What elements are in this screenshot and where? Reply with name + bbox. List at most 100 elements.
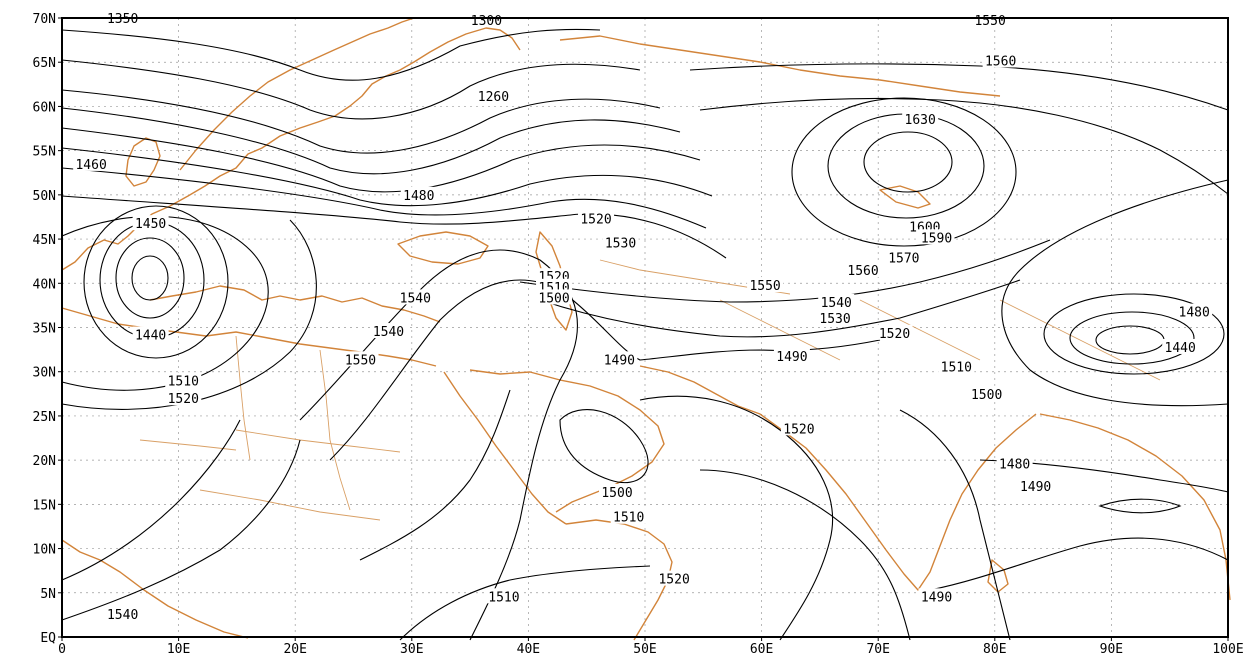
contour-label-text: 1520: [580, 213, 611, 228]
southeast-asia-coastline: [1039, 413, 1231, 601]
asia-borders: [599, 259, 1161, 381]
british-isles-coastline: [125, 137, 161, 187]
contour-label: 1530: [817, 309, 854, 327]
contour-label-text: 1500: [601, 486, 632, 501]
contour-label-background: [602, 234, 639, 250]
contour-label-text: 1490: [604, 353, 635, 368]
contour-label-background: [601, 351, 638, 367]
contour-label-background: [370, 323, 407, 339]
europe-coastline: [61, 27, 521, 271]
scandinavia-coastline: [179, 17, 415, 171]
contour-label-text: 1480: [1179, 306, 1210, 321]
contour-label-text: 1460: [75, 158, 106, 173]
contour-label-background: [996, 455, 1033, 471]
contour-label-text: 1500: [538, 291, 569, 306]
contour-label: 1440: [132, 326, 169, 344]
contour-label: 1510: [610, 508, 647, 526]
contour-label-text: 1450: [135, 217, 166, 232]
contour-label: 1500: [599, 483, 636, 501]
contour-label: 1560: [845, 262, 882, 279]
contour-label: 1530: [602, 234, 639, 252]
contour-label: 1490: [1017, 477, 1054, 495]
contour-label-text: 1520: [783, 422, 814, 437]
contour-label-background: [1162, 338, 1199, 354]
contour-label-text: 1550: [749, 279, 780, 294]
lake-balkhash: [879, 185, 931, 209]
y-tick-label: 70N: [33, 12, 56, 27]
contour-label-background: [578, 210, 615, 226]
contour-label-background: [132, 326, 169, 342]
contour-label: 1300: [468, 11, 505, 29]
contour-label-background: [747, 277, 784, 293]
contour-label-background: [1176, 303, 1213, 319]
contour-label-text: 1440: [1165, 341, 1196, 356]
contour-label: 1520: [578, 210, 615, 228]
contour-label: 1570: [885, 249, 922, 267]
contour-label-background: [165, 372, 202, 388]
x-tick-label: 30E: [400, 642, 423, 657]
contour-label: 1490: [773, 347, 810, 365]
y-tick-label: 55N: [33, 145, 56, 160]
y-tick-label: 65N: [33, 56, 56, 71]
contour-label-background: [773, 347, 810, 363]
contour-label-background: [468, 11, 505, 27]
east-africa-coastline: [565, 519, 673, 641]
contour-label: 1480: [1176, 303, 1213, 321]
contour-label-background: [938, 358, 975, 374]
contour-label-text: 1520: [168, 392, 199, 407]
contour-label: 1560: [982, 52, 1019, 69]
x-tick-label: 10E: [167, 642, 190, 657]
contour-label-background: [656, 570, 693, 586]
y-tick-label: 40N: [33, 277, 56, 292]
arabia-coastline: [469, 369, 665, 513]
mediterranean-coastline: [149, 285, 441, 323]
contour-label-text: 1560: [985, 54, 1016, 69]
contour-label-text: 1510: [941, 360, 972, 375]
contour-label: 1510: [938, 358, 975, 375]
contour-label: 1480: [996, 455, 1033, 473]
contour-label-background: [818, 293, 855, 309]
contour-label: 1550: [342, 351, 379, 368]
contour-label: 1500: [968, 385, 1005, 403]
north-africa-coastline: [61, 307, 437, 367]
contour-label: 1480: [400, 186, 437, 204]
contour-label: 1540: [370, 323, 407, 340]
contour-label-background: [902, 110, 939, 126]
contour-label-text: 1500: [971, 388, 1002, 403]
contour-label: 1520: [876, 324, 913, 342]
contour-label: 1630: [902, 110, 939, 128]
contour-label-text: 1490: [921, 590, 952, 605]
contour-label-background: [397, 289, 434, 305]
contour-label-background: [104, 606, 141, 622]
contour-label: 1490: [601, 351, 638, 368]
contour-label-text: 1540: [821, 296, 852, 311]
contour-label-text: 1300: [471, 14, 502, 29]
y-tick-label: 20N: [33, 454, 56, 469]
contour-label-text: 1530: [819, 312, 850, 327]
x-tick-label: 90E: [1100, 642, 1123, 657]
red-sea-coastline: [443, 371, 567, 525]
contour-label: 1490: [918, 588, 955, 605]
y-tick-label: 25N: [33, 410, 56, 425]
contour-label: 1450: [132, 215, 169, 232]
contour-label: 1510: [485, 588, 522, 605]
y-tick-label: EQ: [40, 631, 56, 646]
contour-label: 1260: [475, 87, 512, 105]
contour-label-text: 1480: [403, 189, 434, 204]
contour-label-text: 1510: [613, 511, 644, 526]
contour-label: 1540: [397, 289, 434, 306]
contour-label-background: [972, 11, 1009, 27]
y-tick-label: 5N: [40, 587, 56, 602]
contour-label: 1520: [165, 390, 202, 407]
contour-label: 1550: [747, 277, 784, 294]
contour-label-text: 1510: [168, 375, 199, 390]
y-tick-label: 45N: [33, 233, 56, 248]
contour-lines: [61, 28, 1229, 641]
contour-label-text: 1520: [879, 327, 910, 342]
contour-label-background: [73, 155, 110, 171]
contour-label: 1540: [818, 293, 855, 311]
contour-label-background: [982, 52, 1019, 68]
y-tick-label: 30N: [33, 366, 56, 381]
contour-label-background: [918, 229, 955, 245]
